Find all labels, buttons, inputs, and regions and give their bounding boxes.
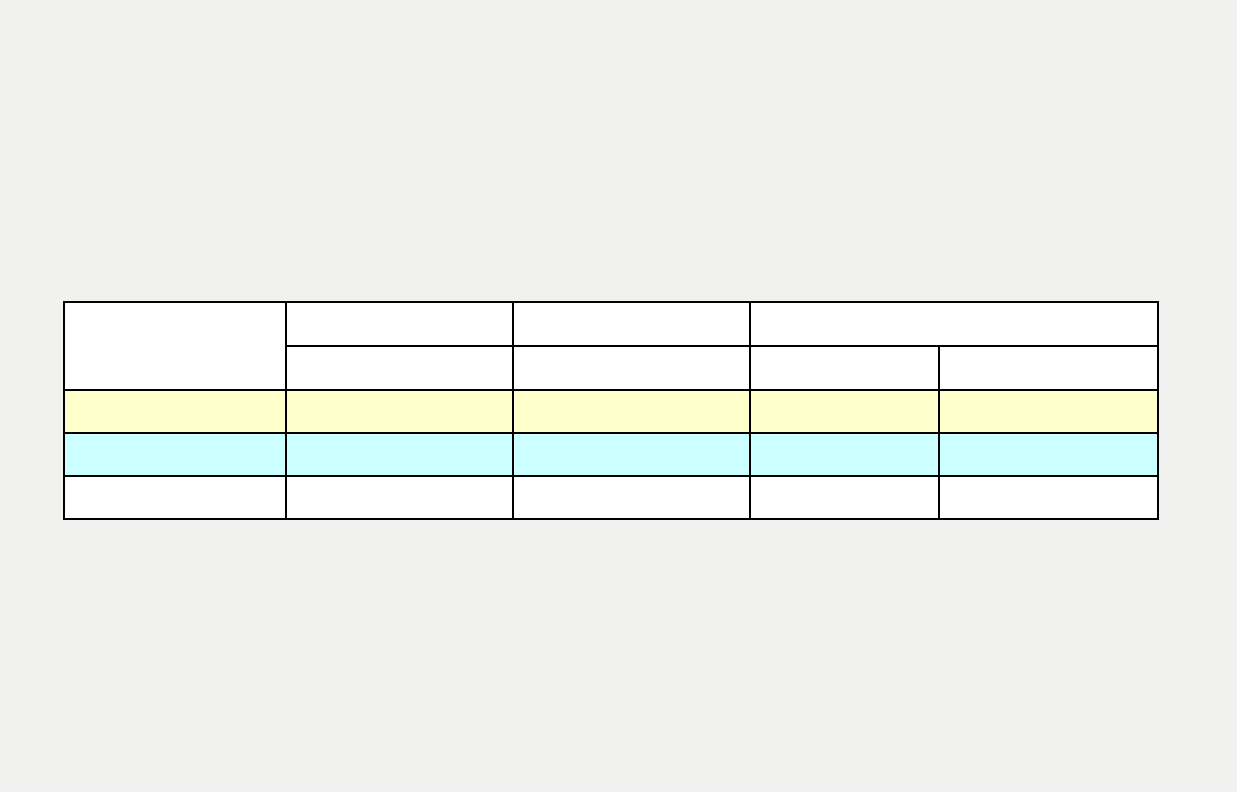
header-row-1	[63, 301, 1159, 391]
data-table-container	[63, 301, 1159, 520]
table-cell	[285, 475, 514, 520]
table-cell	[285, 432, 514, 477]
table-cell	[512, 389, 751, 434]
subheader-cell	[285, 345, 514, 391]
header-cell	[512, 301, 751, 347]
table-cell	[63, 432, 287, 477]
header-row-2	[64, 345, 1159, 391]
subheader-cell	[749, 345, 940, 391]
table-cell	[63, 475, 287, 520]
table-row	[63, 432, 1159, 477]
table-cell	[749, 389, 940, 434]
table-cell	[749, 475, 940, 520]
table-row	[63, 389, 1159, 434]
subheader-cell	[512, 345, 751, 391]
header-cell	[285, 301, 514, 347]
table-cell	[749, 432, 940, 477]
table-cell	[938, 389, 1159, 434]
table-cell	[938, 432, 1159, 477]
table-row	[63, 475, 1159, 520]
subheader-cell	[938, 345, 1159, 391]
table-cell	[63, 389, 287, 434]
table-cell	[512, 432, 751, 477]
data-table	[63, 301, 1159, 520]
table-cell	[285, 389, 514, 434]
header-group-cell	[749, 301, 1159, 347]
table-cell	[512, 475, 751, 520]
table-cell	[938, 475, 1159, 520]
header-corner-cell	[63, 301, 287, 391]
